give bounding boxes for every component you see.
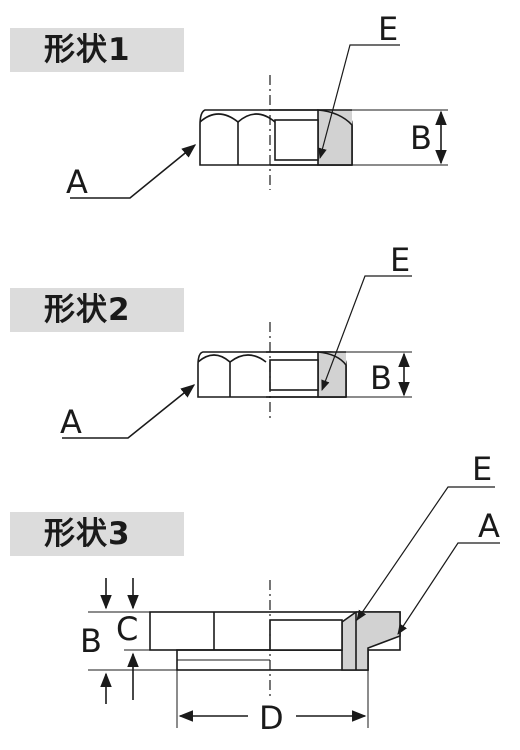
shape1-label-e: E — [378, 10, 398, 48]
shape3-section-shade — [341, 611, 401, 671]
shape1-title: 形状1 — [44, 32, 131, 68]
shape3-label-b: B — [80, 622, 102, 660]
shape3-nut-drawing — [88, 486, 500, 728]
shape2-thread-bore — [269, 359, 319, 391]
shape2-section-shade — [318, 352, 346, 397]
shape1-leader-a — [70, 144, 197, 199]
shape3-label-a: A — [478, 507, 500, 545]
shape1-header: 形状1 — [10, 28, 184, 72]
shape3-header: 形状3 — [10, 512, 184, 556]
shape2-title: 形状2 — [44, 292, 131, 328]
shape1-thread-bore — [274, 119, 319, 161]
shape1-leader-e — [318, 44, 400, 160]
shape1-label-a: A — [66, 163, 88, 201]
shape3-label-c: C — [116, 610, 138, 648]
shape3-label-e: E — [472, 450, 492, 488]
shape3-leader-e — [356, 486, 495, 621]
shape2-leader-a — [62, 384, 196, 439]
shape2-label-b: B — [370, 359, 392, 397]
shape2-label-a: A — [60, 403, 82, 441]
shape2-label-e: E — [390, 241, 410, 279]
shape2-nut-drawing — [62, 275, 412, 439]
shape1-label-b: B — [410, 119, 432, 157]
shape3-title: 形状3 — [44, 516, 131, 552]
shape2-leader-e — [321, 275, 412, 392]
shape3-label-d: D — [259, 699, 284, 737]
shape3-thread-bore — [269, 619, 343, 651]
shape3-leader-a — [397, 542, 500, 635]
shape1-section-shade — [318, 110, 352, 165]
shape1-nut-drawing — [70, 44, 448, 199]
shape2-header: 形状2 — [10, 288, 184, 332]
